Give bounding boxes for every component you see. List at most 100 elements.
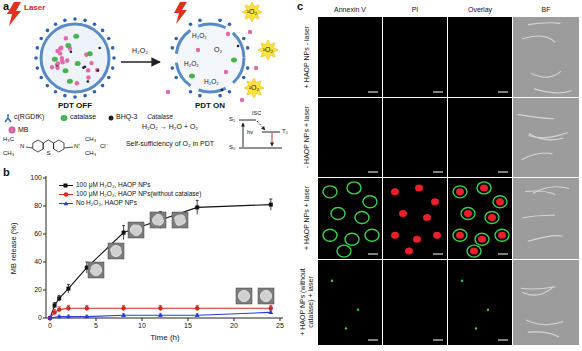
brightfield-image [513,98,579,177]
annexin-stain [485,212,499,224]
error-cap [196,200,199,201]
sem-inset [172,212,188,228]
rgd-ligand [171,66,175,70]
bhq-icon [109,116,114,121]
laser-label: Laser [24,3,45,12]
catalase [231,58,237,63]
catalase [62,68,68,73]
mb-molecule [75,81,79,85]
atom-label: H₃C [3,136,14,143]
pi-stain [433,232,441,239]
legend-text: 100 μM H₂O₂, HAOP NPs [76,181,150,188]
pi-stain [478,236,486,243]
reaction-equation: H₂O₂ → H₂O + O₂ [142,123,198,131]
pi-stain [464,210,472,217]
pi-stain [488,214,496,221]
pi-stain [480,184,488,191]
tick-label: 25 [276,322,284,330]
atom-label: N⁺ [74,143,80,150]
cell-outline [526,320,563,325]
catalase [75,61,81,66]
x-tick [188,318,189,321]
rgd-ligand [54,22,58,26]
x-tick [96,318,97,321]
cell-outline [522,153,553,160]
annexin-dot [331,280,333,282]
rgd-ligand [189,90,193,94]
released-mb [248,30,252,34]
fluorescence-image [318,17,382,97]
scale-bar [433,172,443,173]
reagent-label: H₂O₂ [192,32,207,39]
catalase [67,79,73,84]
energy-level: T₁ [282,128,288,135]
rgd-ligand [189,22,193,26]
tick-label: 60 [34,230,42,238]
annexin-stain [495,229,509,241]
pi-stain [415,184,423,191]
data-marker [57,296,61,300]
rgd-ligand [218,94,222,98]
fluorescence-image [448,260,512,345]
catalase [52,57,58,62]
rgd-ligand [46,29,50,33]
data-marker [48,316,53,320]
annexin-stain [323,186,337,198]
catalase [189,74,195,79]
tick-label: 20 [230,322,238,330]
rgd-ligand [174,76,178,80]
tick-label: 5 [94,322,98,330]
legend-text: catalase [70,113,96,121]
annexin-stain [347,182,361,194]
oxygen-label: O₂ [214,46,222,54]
scale-bar [498,254,508,255]
atom-label: CH₃ [85,136,96,143]
mb-molecule [56,61,60,65]
rgd-ligand [111,66,115,70]
singlet-oxygen-label: ¹O₂ [247,8,258,16]
error-cap [67,284,70,285]
legend-text: BHQ-3 [116,113,137,121]
data-marker [269,306,273,310]
ruptured-shell [176,24,244,92]
sem-inset [128,222,144,238]
data-marker [84,314,89,318]
annexin-dot [475,327,477,329]
bhq-quencher [82,66,85,69]
data-line [50,312,271,318]
cell-outline [533,187,569,194]
sem-particle [175,215,186,226]
rgd-ligand [171,46,175,50]
rgd-ligand [93,90,97,94]
tick-label: 100 [30,174,42,182]
fluorescence-image [383,98,447,177]
data-marker [158,306,162,310]
legend-text: No H₂O₂, HAOP NPs [76,199,137,206]
cell-outline [528,332,559,337]
state-label: PDT ON [195,101,225,110]
pi-stain [399,210,407,217]
sem-particle [91,265,102,276]
annexin-dot [461,280,463,282]
panel-letter: c [297,0,303,13]
error-cap [196,305,199,306]
data-marker [57,314,62,318]
bhq-quencher [96,69,99,72]
pi-stain [391,188,399,195]
sem-inset [236,288,252,304]
mb-molecule [196,48,200,52]
annexin-dot [357,309,359,311]
mb-molecule [50,65,54,69]
cell-outline [528,23,560,25]
data-marker [48,316,52,320]
error-cap [269,305,272,306]
sem-particle [131,225,142,236]
reaction-arrow [121,61,160,63]
pi-stain [456,232,464,239]
catalase [65,43,71,48]
data-marker [195,306,199,310]
row-label: - HAOP NPs + laser [303,99,311,175]
data-marker [269,203,273,207]
